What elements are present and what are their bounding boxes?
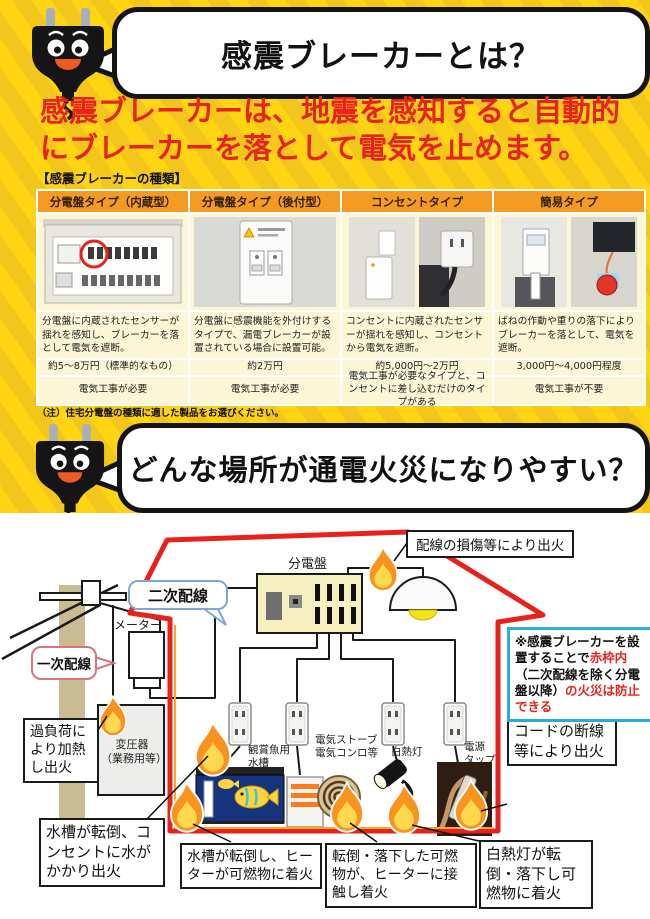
breaker-types-table: 分電盤タイプ（内蔵型） 分電盤タイプ（後付型） コンセントタイプ 簡易タイプ — [36, 189, 646, 408]
meter-base — [133, 677, 161, 689]
callout-overload: 過負荷により加熱し出火 — [23, 718, 99, 783]
callout-tank-heater: 水槽が転倒し、ヒーターが可燃物に着火 — [180, 843, 322, 890]
pendant-lamp — [388, 576, 458, 621]
electric-stove-label: 電気ストーブ 電気コンロ等 — [315, 734, 378, 760]
question2-bubble: どんな場所が通電火災になりやすい？ — [117, 423, 650, 513]
photo-add-on-panel — [190, 214, 340, 310]
outlet-type-photo — [349, 217, 485, 307]
secondary-wiring-bubble: 二次配線 — [128, 580, 228, 610]
type-description: ばねの作動や重りの落下によりブレーカーを落として、電気を遮断。 — [494, 312, 644, 358]
note-black2: （二次配線を除く分電盤以降） — [515, 666, 641, 698]
flame-icon — [194, 721, 232, 777]
aquarium — [195, 767, 285, 824]
wall-outlet — [381, 702, 405, 746]
question1-bubble: 感震ブレーカーとは？ — [112, 7, 650, 99]
question2-text: どんな場所が通電火災になりやすい？ — [128, 453, 639, 487]
type-electrical-work: 電気工事が必要 — [38, 377, 188, 404]
col-header: 分電盤タイプ（内蔵型） — [38, 191, 188, 212]
note-red2: の火災は防止できる — [515, 682, 641, 714]
table-title: 【感震ブレーカーの種類】 — [37, 171, 188, 186]
distribution-board-label: 分電盤 — [288, 557, 328, 572]
table-note: （注）住宅分電盤の種類に適した製品をお選びください。 — [37, 408, 285, 419]
headline: 感震ブレーカーは、地震を感知すると自動的 にブレーカーを落として電気を止めます。 — [40, 93, 642, 167]
photo-outlet-type — [342, 214, 492, 310]
wall-outlet — [443, 702, 467, 746]
col-header: コンセントタイプ — [342, 191, 492, 212]
incandescent-lamp-label: 白熱灯 — [391, 746, 423, 758]
type-electrical-work: 電気工事が必要 — [190, 377, 340, 404]
callout-lamp-fall: 白熱灯が転倒・落下し可燃物に着火 — [479, 840, 593, 909]
col-header: 簡易タイプ — [494, 191, 644, 212]
headline-line1: 感震ブレーカーは、地震を感知すると自動的 — [40, 94, 621, 128]
flame-icon — [99, 695, 127, 737]
type-price: 約2万円 — [190, 360, 340, 375]
wiring-lines — [99, 567, 459, 776]
headline-line2: にブレーカーを落として電気を止めます。 — [40, 131, 588, 165]
frame-inner-accent — [174, 625, 494, 829]
type-description: 分電盤に感震機能を外付けするタイプで、漏電ブレーカーが設置されている場合に設置可… — [190, 312, 340, 358]
transformer-label: 変圧器 （業務用等） — [101, 738, 167, 765]
question1-text: 感震ブレーカーとは？ — [221, 38, 541, 75]
fire-risk-diagram: 分電盤 メーター 変圧器 （業務用等） 観賞魚用 水槽 電気ストーブ 電気コンロ… — [0, 513, 650, 919]
distribution-board — [256, 573, 363, 634]
power-strip-label: 電源 タップ — [464, 741, 496, 767]
note-black1: ※感震ブレーカーを設置することで — [515, 634, 640, 666]
wall-outlet — [285, 702, 309, 746]
photo-simple-type — [494, 214, 644, 310]
power-line — [1, 603, 101, 661]
aquarium-label: 観賞魚用 水槽 — [248, 744, 290, 770]
type-electrical-work: 電気工事が不要 — [494, 377, 644, 404]
type-price: 約5,000円～2万円 — [342, 360, 492, 375]
col-header: 分電盤タイプ（後付型） — [190, 191, 340, 212]
callout-fallen-combustibles: 転倒・落下した可燃物が、ヒーターに接触し着火 — [325, 843, 477, 908]
yellow-section: 感震ブレーカーとは？ 感震ブレーカーは、地震を感知すると自動的 にブレーカーを落… — [0, 0, 650, 513]
meter-label: メーター — [114, 618, 163, 632]
note-red1: 赤枠内 — [589, 650, 628, 666]
type-electrical-work: 電気工事が必要なタイプと、コンセントに差し込むだけのタイプがある — [342, 371, 492, 408]
pole-transformer — [81, 580, 101, 606]
protection-note-box: ※感震ブレーカーを設置することで赤枠内（二次配線を除く分電盤以降）の火災は防止で… — [507, 627, 650, 723]
wall-outlet — [228, 702, 252, 746]
type-description: コンセントに内蔵されたセンサーが揺れを感知し、コンセントから電気を遮断。 — [342, 312, 492, 358]
primary-wiring-bubble: 一次配線 — [31, 646, 97, 680]
type-price: 約5～8万円（標準的なもの） — [38, 360, 188, 375]
flame-icon — [367, 546, 399, 592]
add-on-panel-photo — [194, 217, 336, 307]
callout-wiring-damage: 配線の損傷等により出火 — [406, 530, 575, 558]
callout-cord-breakage: コードの断線等により出火 — [507, 717, 617, 766]
type-description: 分電盤に内蔵されたセンサーが揺れを感知し、ブレーカーを落として電気を遮断。 — [38, 312, 188, 358]
built-in-panel-photo — [43, 219, 183, 304]
simple-type-photo — [501, 217, 637, 307]
photo-built-in-panel — [38, 214, 188, 310]
type-price: 3,000円～4,000円程度 — [494, 360, 644, 375]
callout-tank-water: 水槽が転倒、コンセントに水がかかり出火 — [39, 818, 165, 887]
meter-box — [128, 631, 165, 679]
